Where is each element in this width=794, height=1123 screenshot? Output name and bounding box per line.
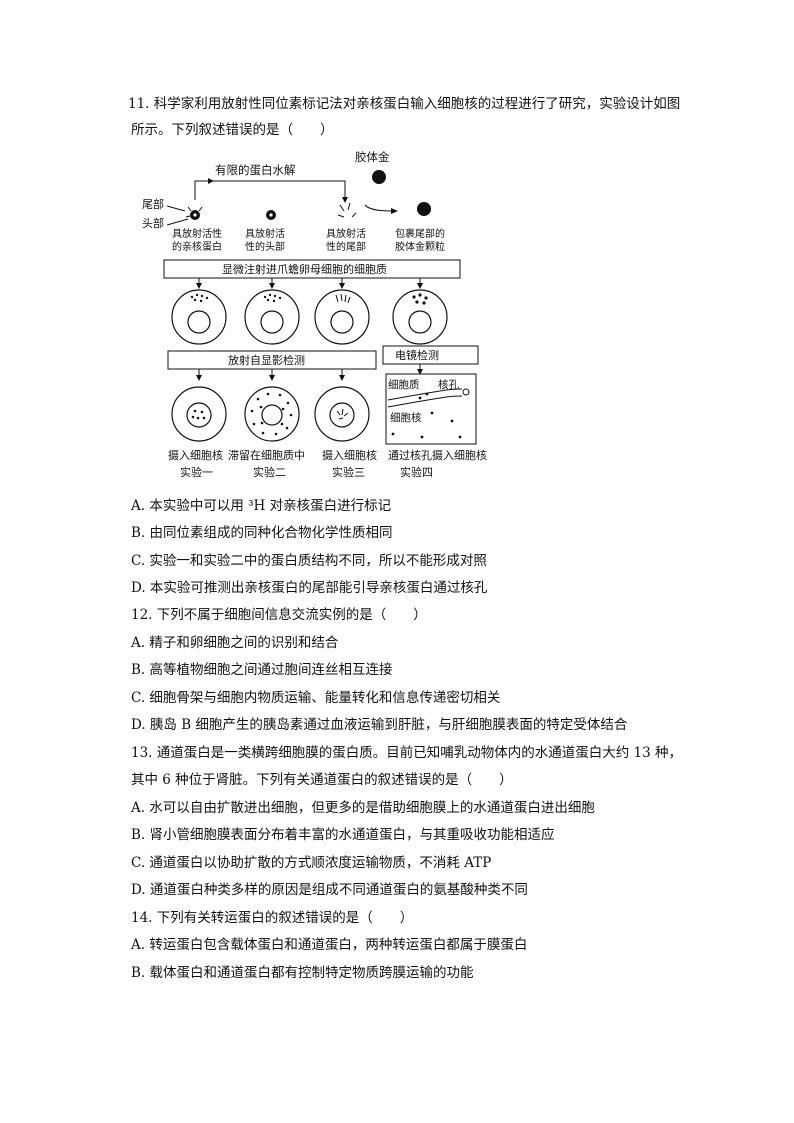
gold-coated-tail-icon [417, 202, 431, 216]
item1-caption-line2: 的亲核蛋白 [172, 240, 222, 253]
fig-top-bracket [194, 180, 346, 200]
result2-experiment: 实验二 [253, 465, 286, 479]
q11-option-d[interactable]: D. 本实验可推测出亲核蛋白的尾部能引导亲核蛋白通过核孔 [131, 580, 488, 596]
oocyte-1 [171, 289, 227, 345]
q13-option-d[interactable]: D. 通道蛋白种类多样的原因是组成不同通道蛋白的氨基酸种类不同 [131, 882, 528, 898]
fig-em-panel [385, 373, 477, 445]
fig-injection-box [163, 259, 461, 279]
q12-option-d[interactable]: D. 胰岛 B 细胞产生的胰岛素通过血液运输到肝脏，与肝细胞膜表面的特定受体结合 [131, 717, 628, 733]
fig-autoradiography-label: 放射自显影检测 [228, 353, 305, 367]
result2-caption: 滞留在细胞质中 [228, 449, 305, 462]
colloid-gold-particle-icon [372, 170, 386, 184]
fig-em-box [382, 345, 479, 365]
item2-caption-line1: 具放射活 [245, 227, 285, 240]
q13-option-c[interactable]: C. 通道蛋白以协助扩散的方式顺浓度运输物质，不消耗 ATP [131, 855, 492, 871]
q11-stem-line2: 所示。下列叙述错误的是（ ） [131, 122, 334, 138]
q12-option-c[interactable]: C. 细胞骨架与细胞内物质运输、能量转化和信息传递密切相关 [131, 690, 501, 706]
em-cytoplasm-label: 细胞质 [388, 378, 420, 391]
fig-head-label: 头部 [142, 216, 164, 230]
em-nucleus-label: 细胞核 [390, 411, 422, 424]
fig-injection-label: 显微注射进爪蟾卵母细胞的细胞质 [222, 262, 387, 276]
q13-stem-line2: 其中 6 种位于肾脏。下列有关通道蛋白的叙述错误的是（ ） [131, 772, 513, 788]
item3-caption-line1: 具放射活 [326, 227, 366, 240]
item3-caption-line2: 性的尾部 [326, 240, 366, 253]
q13-option-a[interactable]: A. 水可以自由扩散进出细胞，但更多的是借助细胞膜上的水通道蛋白进出细胞 [131, 800, 595, 816]
oocyte-4 [392, 289, 448, 345]
item2-caption-line2: 性的头部 [245, 240, 285, 253]
protein-head-icon [266, 210, 276, 220]
fig-top-label: 有限的蛋白水解 [215, 163, 296, 177]
result4-experiment: 实验四 [400, 465, 433, 479]
fig-colloid-gold-label: 胶体金 [355, 150, 390, 164]
result1-caption: 摄入细胞核 [168, 448, 223, 462]
item4-caption-line2: 胶体金颗粒 [395, 240, 445, 253]
q14-stem: 14. 下列有关转运蛋白的叙述错误的是（ ） [131, 910, 414, 926]
result3-experiment: 实验三 [332, 465, 365, 479]
em-pore-label: 核孔 [438, 378, 459, 391]
q12-stem: 12. 下列不属于细胞间信息交流实例的是（ ） [131, 607, 427, 623]
q11-stem-line1: 11. 科学家利用放射性同位素标记法对亲核蛋白输入细胞核的过程进行了研究，实验设… [128, 96, 681, 112]
q14-option-a[interactable]: A. 转运蛋白包含载体蛋白和通道蛋白，两种转运蛋白都属于膜蛋白 [131, 937, 528, 953]
q13-stem-line1: 13. 通道蛋白是一类横跨细胞膜的蛋白质。目前已知哺乳动物体内的水通道蛋白大约 … [131, 745, 683, 761]
item1-caption-line1: 具放射活性 [172, 227, 222, 240]
q12-option-a[interactable]: A. 精子和卵细胞之间的识别和结合 [131, 635, 339, 651]
q13-option-b[interactable]: B. 肾小管细胞膜表面分布着丰富的水通道蛋白，与其重吸收功能相适应 [131, 827, 555, 843]
q11-option-a[interactable]: A. 本实验中可以用 ³H 对亲核蛋白进行标记 [131, 498, 392, 514]
result3-caption: 摄入细胞核 [322, 448, 377, 462]
fig-em-label: 电镜检测 [395, 348, 439, 362]
item4-caption-line1: 包裹尾部的 [395, 227, 445, 240]
result4-caption: 通过核孔摄入细胞核 [388, 448, 487, 462]
nuclear-protein-icon [185, 206, 203, 220]
q14-option-b[interactable]: B. 载体蛋白和通道蛋白都有控制特定物质跨膜运输的功能 [131, 965, 474, 981]
fig-tail-label: 尾部 [142, 197, 164, 211]
q11-experiment-figure: 有限的蛋白水解 胶体金 尾部 头部 具放射活性 的亲核蛋白 具放射活 性的头部 … [142, 150, 487, 479]
oocyte-2 [244, 289, 300, 345]
protein-tail-icon [337, 202, 357, 218]
q11-option-b[interactable]: B. 由同位素组成的同种化合物化学性质相同 [131, 525, 393, 541]
result1-experiment: 实验一 [180, 465, 213, 479]
q12-option-b[interactable]: B. 高等植物细胞之间通过胞间连丝相互连接 [131, 662, 393, 678]
result-cell-1 [171, 386, 227, 442]
result-cell-2 [244, 386, 300, 442]
oocyte-3 [314, 289, 370, 345]
result-cell-3 [314, 386, 370, 442]
q11-option-c[interactable]: C. 实验一和实验二中的蛋白质结构不同，所以不能形成对照 [131, 553, 487, 569]
